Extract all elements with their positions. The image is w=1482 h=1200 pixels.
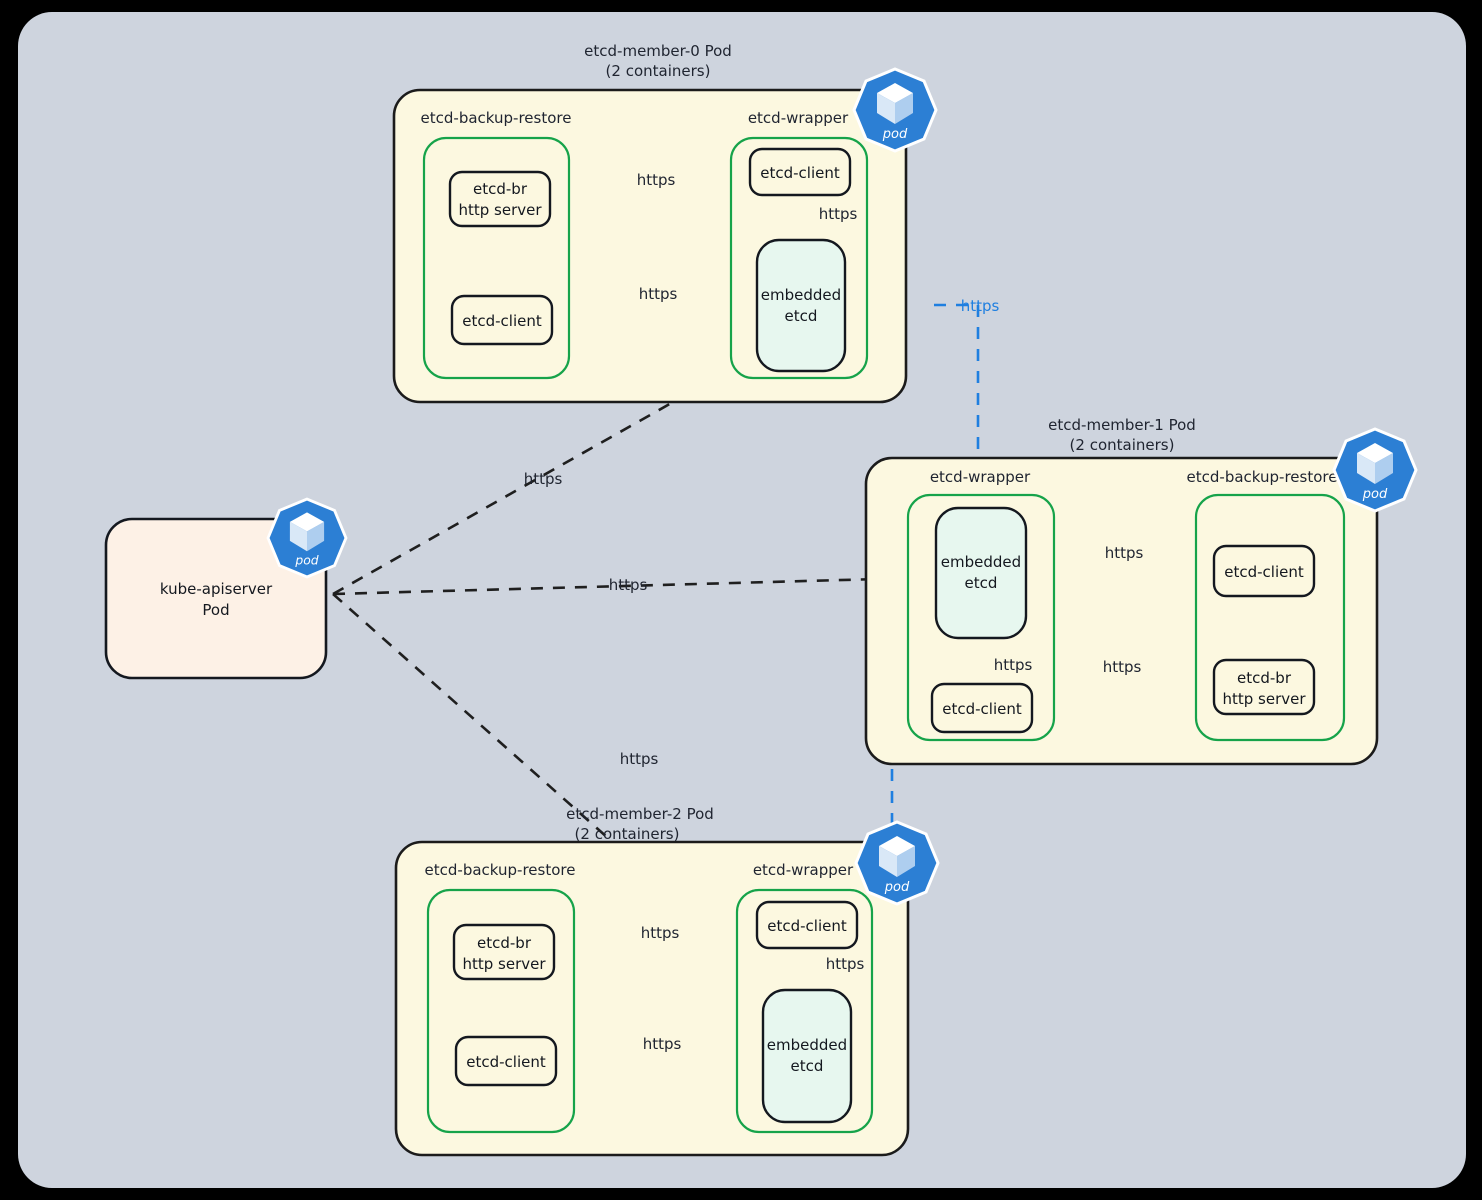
node-etcd-client-wrapper[interactable]: [748, 147, 852, 197]
edge-label-https: https: [826, 955, 865, 973]
container-label-etcd-wrapper: etcd-wrapper: [930, 468, 1031, 486]
node-label-line1: etcd-client: [767, 917, 847, 935]
node-label-line1: embedded: [941, 553, 1021, 571]
pod-badge-icon: pod: [266, 497, 348, 579]
kube-apiserver-label-line1: kube-apiserver: [160, 580, 273, 598]
container-etcd-wrapper: [729, 136, 869, 380]
pod-title-line2: (2 containers): [575, 825, 680, 843]
pod-badge-icon: pod: [1332, 427, 1418, 513]
node-etcd-client-br[interactable]: [454, 1035, 558, 1087]
edge-label-https: https: [994, 656, 1033, 674]
edge-label-https: https: [1105, 544, 1144, 562]
node-label-line2: etcd: [965, 574, 998, 592]
node-label-line1: etcd-client: [462, 312, 542, 330]
pod-title-line2: (2 containers): [606, 62, 711, 80]
container-etcd-wrapper: [906, 493, 1056, 742]
container-label-etcd-wrapper: etcd-wrapper: [753, 861, 854, 879]
pod-badge-icon: pod: [852, 67, 938, 153]
node-label-line2: http server: [458, 201, 542, 219]
node-etcd-client-wrapper[interactable]: [755, 900, 859, 950]
node-etcd-br-http-server[interactable]: [448, 170, 552, 228]
container-etcd-wrapper: [735, 888, 874, 1134]
node-label-line2: etcd: [791, 1057, 824, 1075]
node-etcd-br-http-server[interactable]: [1212, 658, 1316, 716]
edge-label-https: https: [620, 750, 659, 768]
node-etcd-client-wrapper[interactable]: [930, 682, 1034, 734]
node-etcd-client-br[interactable]: [1212, 544, 1316, 598]
node-label-line2: http server: [462, 955, 546, 973]
node-label-line2: etcd: [785, 307, 818, 325]
pod-badge-icon: pod: [854, 820, 940, 906]
kube-apiserver-label-line2: Pod: [202, 601, 229, 619]
node-embedded-etcd[interactable]: [761, 988, 853, 1124]
node-label-line1: embedded: [761, 286, 841, 304]
edge-label-https: https: [1103, 658, 1142, 676]
container-label-backup-restore: etcd-backup-restore: [1187, 468, 1338, 486]
container-label-backup-restore: etcd-backup-restore: [421, 109, 572, 127]
edge-label-https: https: [641, 924, 680, 942]
edge-label-https: https: [637, 171, 676, 189]
kube-apiserver-box[interactable]: [104, 517, 328, 680]
edge-label-https: https: [639, 285, 678, 303]
node-embedded-etcd[interactable]: [755, 238, 847, 373]
pod-badge-label: pod: [294, 554, 318, 568]
container-label-backup-restore: etcd-backup-restore: [425, 861, 576, 879]
pod-title-line1: etcd-member-1 Pod: [1048, 416, 1196, 434]
node-label-line1: embedded: [767, 1036, 847, 1054]
node-label-line1: etcd-client: [942, 700, 1022, 718]
node-etcd-br-http-server[interactable]: [452, 923, 556, 981]
edge-label-https: https: [609, 576, 648, 594]
node-label-line2: http server: [1222, 690, 1306, 708]
pod-title-line1: etcd-member-2 Pod: [566, 805, 714, 823]
board-surface: [18, 12, 1466, 1188]
pod-badge-label: pod: [882, 127, 908, 142]
container-backup-restore: [422, 136, 571, 380]
container-backup-restore: [1194, 493, 1346, 742]
node-embedded-etcd[interactable]: [934, 506, 1028, 640]
edge-label-peer-https: https: [961, 297, 1000, 315]
pod-badge-label: pod: [884, 880, 910, 895]
node-label-line1: etcd-client: [760, 164, 840, 182]
pod-title-line1: etcd-member-0 Pod: [584, 42, 732, 60]
edge-label-https: https: [524, 470, 563, 488]
node-label-line1: etcd-client: [1224, 563, 1304, 581]
node-label-line1: etcd-br: [477, 934, 532, 952]
node-label-line1: etcd-br: [1237, 669, 1292, 687]
container-label-etcd-wrapper: etcd-wrapper: [748, 109, 849, 127]
edge-label-https: https: [643, 1035, 682, 1053]
node-etcd-client-br[interactable]: [450, 294, 554, 346]
pod-title-line2: (2 containers): [1070, 436, 1175, 454]
node-label-line1: etcd-client: [466, 1053, 546, 1071]
node-label-line1: etcd-br: [473, 180, 528, 198]
edge-label-https: https: [819, 205, 858, 223]
container-backup-restore: [426, 888, 576, 1134]
pod-badge-label: pod: [1362, 487, 1388, 502]
